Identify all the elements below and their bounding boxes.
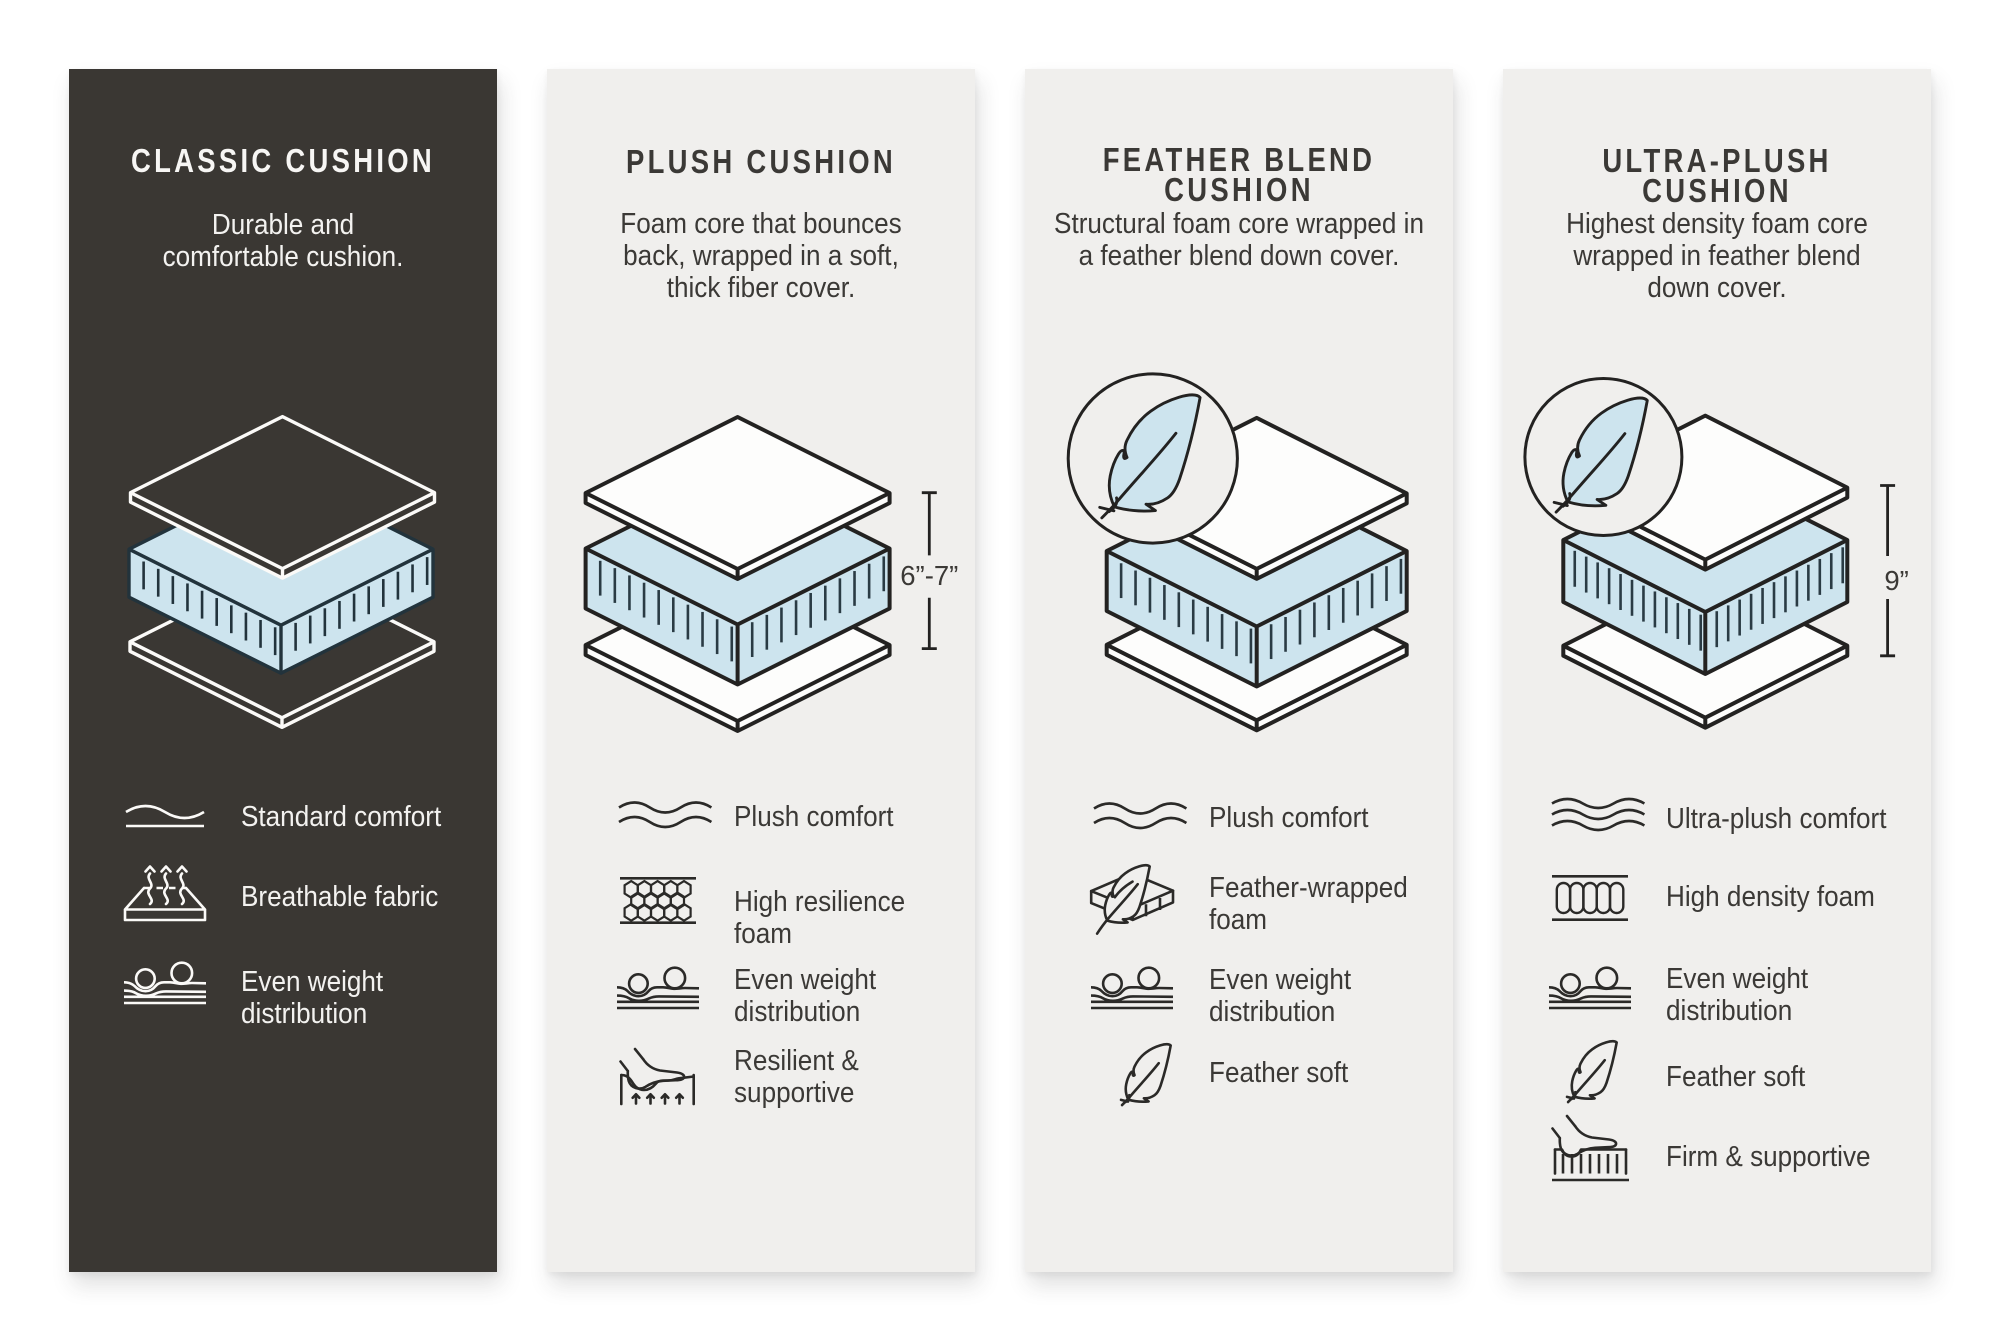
feature-label-line: Feather soft bbox=[1665, 1060, 1805, 1093]
resilient-support-icon bbox=[619, 1044, 695, 1106]
feature-label-line: supportive bbox=[734, 1077, 855, 1110]
dimension-label: 6”-7” bbox=[900, 560, 958, 591]
feature-label: Breathable fabric bbox=[241, 881, 438, 913]
feature-label-line: High density foam bbox=[1665, 881, 1875, 914]
feature-label-line: distribution bbox=[241, 998, 368, 1031]
feature-label: Plush comfort bbox=[734, 801, 894, 833]
wave-double-icon bbox=[618, 800, 713, 830]
top-cover-layer bbox=[128, 414, 437, 580]
feature-label: Feather soft bbox=[1209, 1057, 1348, 1089]
cushion-layers-diagram: 6”-7” bbox=[583, 415, 958, 733]
cushion-layers-diagram bbox=[127, 414, 437, 729]
panel-title-line: CUSHION bbox=[1642, 173, 1792, 211]
panel-title-line: ULTRA-PLUSH bbox=[1602, 143, 1832, 181]
panel-subtitle-line: Durable and bbox=[211, 209, 355, 242]
feature-label-line: Ultra-plush comfort bbox=[1665, 803, 1886, 836]
feature-label-line: Even weight bbox=[734, 964, 877, 997]
honeycomb-foam-icon bbox=[619, 876, 696, 924]
feature-label-line: Feather soft bbox=[1208, 1057, 1348, 1090]
feather-icon bbox=[1560, 1039, 1620, 1104]
feature-label-line: Even weight bbox=[1208, 964, 1351, 997]
feature-label: Plush comfort bbox=[1209, 802, 1369, 834]
feature-label: Ultra-plush comfort bbox=[1666, 803, 1886, 835]
feature-label-line: Firm & supportive bbox=[1665, 1140, 1871, 1173]
wave-triple-icon bbox=[1550, 797, 1645, 832]
panel-title-line: FEATHER BLEND bbox=[1102, 142, 1376, 180]
wave-double-icon bbox=[1092, 801, 1187, 831]
feature-label-line: Plush comfort bbox=[1208, 802, 1369, 835]
feature-label-line: Even weight bbox=[1665, 963, 1808, 996]
panel-subtitle-line: Highest density foam core bbox=[1566, 208, 1868, 241]
feature-label-line: distribution bbox=[734, 996, 861, 1029]
feature-label-line: Standard comfort bbox=[241, 801, 442, 834]
even-weight-icon bbox=[123, 958, 207, 1008]
feature-label: Feather soft bbox=[1666, 1061, 1805, 1093]
panel-subtitle-line: down cover. bbox=[1647, 272, 1787, 305]
feather-badge bbox=[1066, 372, 1239, 545]
feature-label-line: Feather-wrapped bbox=[1208, 871, 1408, 904]
thickness-dimension-marker: 6”-7” bbox=[900, 491, 958, 650]
feature-label: Resilient &supportive bbox=[734, 1045, 859, 1109]
panel-subtitle-line: a feather blend down cover. bbox=[1078, 240, 1400, 273]
panel-subtitle-line: back, wrapped in a soft, bbox=[623, 240, 899, 273]
panel-title-line: CUSHION bbox=[1164, 172, 1314, 210]
panel-subtitle-line: thick fiber cover. bbox=[666, 272, 856, 305]
feature-label: Firm & supportive bbox=[1666, 1141, 1871, 1173]
cushion-layers-diagram: 9” bbox=[1523, 377, 1909, 730]
feature-label-line: Even weight bbox=[241, 966, 384, 999]
feather-wrapped-foam-icon bbox=[1089, 863, 1175, 942]
feature-label: High density foam bbox=[1666, 881, 1875, 913]
panel-title-line: CLASSIC CUSHION bbox=[130, 142, 436, 180]
dimension-label: 9” bbox=[1884, 565, 1908, 596]
feather-badge-feather-icon bbox=[1098, 393, 1202, 520]
even-weight-icon bbox=[1548, 963, 1632, 1013]
cushion-layers-diagram bbox=[1066, 372, 1409, 733]
feature-label-line: distribution bbox=[1208, 996, 1335, 1029]
panel-subtitle-line: comfortable cushion. bbox=[162, 241, 404, 274]
feature-label-line: foam bbox=[734, 918, 793, 951]
panel-title: PLUSH CUSHION bbox=[586, 143, 937, 181]
feature-label-line: Resilient & bbox=[734, 1045, 859, 1078]
breathable-fabric-icon bbox=[123, 865, 207, 922]
panel-title: CLASSIC CUSHION bbox=[108, 142, 459, 180]
wave-single-icon bbox=[125, 802, 205, 828]
feather-icon bbox=[1114, 1042, 1174, 1107]
feature-label-line: Plush comfort bbox=[734, 801, 894, 834]
panel-subtitle-line: Structural foam core wrapped in bbox=[1054, 208, 1424, 241]
panel-subtitle-line: Foam core that bounces bbox=[620, 208, 902, 241]
thickness-dimension-marker: 9” bbox=[1880, 484, 1909, 658]
feature-label-line: foam bbox=[1208, 903, 1267, 936]
firm-support-icon bbox=[1550, 1114, 1629, 1181]
top-cover-layer bbox=[583, 415, 892, 581]
feature-label-line: High resilience bbox=[734, 886, 906, 919]
feature-label-line: distribution bbox=[1665, 995, 1792, 1028]
density-foam-icon bbox=[1552, 875, 1628, 921]
even-weight-icon bbox=[1090, 963, 1174, 1013]
panel-subtitle-line: wrapped in feather blend bbox=[1573, 240, 1861, 273]
even-weight-icon bbox=[616, 963, 699, 1013]
feather-badge bbox=[1523, 377, 1684, 537]
feature-label: Standard comfort bbox=[241, 801, 441, 833]
feature-label-line: Breathable fabric bbox=[241, 881, 439, 914]
feather-badge-feather-icon bbox=[1552, 396, 1649, 514]
panel-title-line: PLUSH CUSHION bbox=[625, 143, 897, 181]
